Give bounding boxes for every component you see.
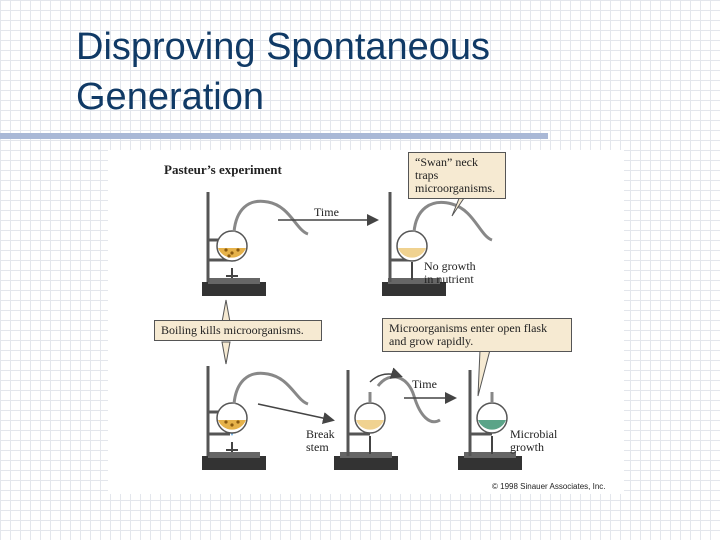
broth-growth [478, 420, 506, 430]
apparatus-top-right [382, 192, 493, 296]
microbial-growth-line-2: growth [510, 440, 544, 454]
copyright-notice: © 1998 Sinauer Associates, Inc. [492, 482, 606, 491]
pasteur-figure-drawing [202, 185, 522, 470]
time-label-bottom: Time [412, 377, 437, 391]
apparatus-top-left [202, 192, 309, 296]
break-stem-label: Break stem [306, 428, 335, 454]
time-label-top: Time [314, 205, 339, 219]
break-stem-line-1: Break [306, 427, 335, 441]
no-growth-label: No growth in nutrient [424, 260, 476, 286]
slide-title: Disproving Spontaneous Generation [76, 22, 676, 122]
apparatus-bottom-left [202, 366, 309, 470]
apparatus-bottom-middle [334, 367, 441, 470]
swan-neck [232, 199, 309, 236]
arrow-to-break [257, 403, 335, 424]
slide-title-line-1: Disproving Spontaneous [76, 26, 491, 68]
microbial-growth-label: Microbial growth [510, 428, 557, 454]
callout-boiling-pointer [221, 341, 231, 365]
burner [226, 268, 238, 278]
broth-clear [398, 248, 426, 258]
slide-title-line-2: Generation [76, 76, 265, 118]
callout-boiling: Boiling kills microorganisms. [154, 320, 322, 341]
title-divider [0, 133, 548, 139]
apparatus-bottom-right [458, 370, 522, 470]
no-growth-line-1: No growth [424, 259, 476, 273]
stand-base [202, 282, 266, 296]
callout-open-pointer [477, 349, 491, 397]
callout-open-flask: Microorganisms enter open flask and grow… [382, 318, 572, 352]
pasteur-figure: Pasteur’s experiment “Swan” neck traps m… [108, 150, 624, 494]
microbial-growth-line-1: Microbial [510, 427, 558, 441]
break-stem-line-2: stem [306, 440, 329, 454]
callout-swan-neck: “Swan” neck traps microorganisms. [408, 152, 506, 199]
figure-heading: Pasteur’s experiment [164, 162, 282, 177]
no-growth-line-2: in nutrient [424, 272, 474, 286]
